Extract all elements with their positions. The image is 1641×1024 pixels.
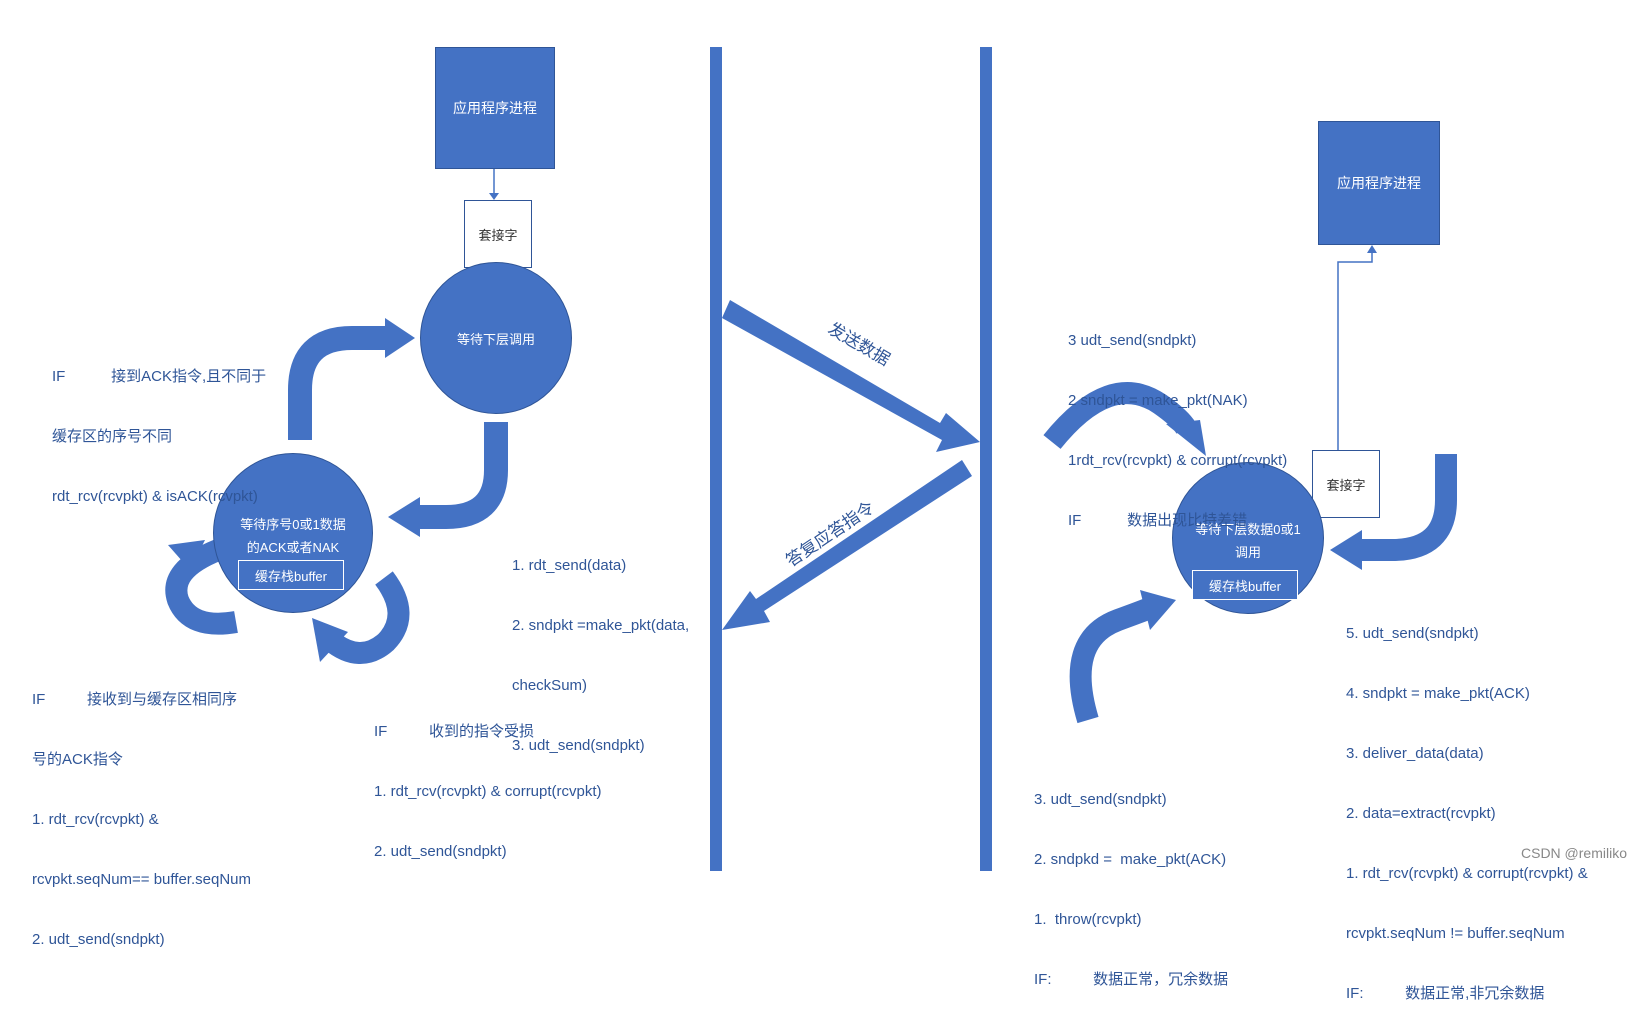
note-left-send: 1. rdt_send(data) 2. sndpkt =make_pkt(da… bbox=[512, 516, 689, 776]
watermark: CSDN @remiliko bbox=[1521, 845, 1627, 861]
note-right-top-line-2: 2 sndpkt = make_pkt(NAK) bbox=[1068, 392, 1248, 409]
left-wait-circle-label: 等待下层调用 bbox=[456, 331, 535, 347]
curve-arrow-nak-loop-head bbox=[1166, 420, 1206, 456]
note-left-mid-line-1: IF 收到的指令受损 bbox=[374, 723, 535, 740]
right-buffer-box: 缓存栈buffer bbox=[1192, 570, 1298, 600]
note-right-top: 3 udt_send(sndpkt) 2 sndpkt = make_pkt(N… bbox=[1068, 291, 1287, 551]
curve-arrow-state-to-wait bbox=[288, 326, 388, 440]
channel-line-left bbox=[710, 47, 722, 871]
curve-arrow-state-to-wait-head bbox=[385, 318, 415, 358]
curve-arrow-ack-deliver-head bbox=[1330, 530, 1362, 570]
self-loop-right-head bbox=[312, 618, 348, 662]
right-app-process-box: 应用程序进程 bbox=[1318, 121, 1440, 245]
note-left-top-line-1: IF 接到ACK指令,且不同于 bbox=[52, 368, 267, 385]
note-left-top-line-2: 缓存区的序号不同 bbox=[52, 428, 173, 445]
curve-arrow-wait-to-state bbox=[420, 422, 508, 529]
note-right-deliver-line-6: rcvpkt.seqNum != buffer.seqNum bbox=[1346, 925, 1565, 942]
curve-arrow-ack-deliver bbox=[1360, 454, 1457, 561]
left-state-line-2: 的ACK或者NAK bbox=[246, 540, 340, 555]
note-right-deliver-line-5: 1. rdt_rcv(rcvpkt) & corrupt(rcvpkt) & bbox=[1346, 865, 1588, 882]
note-right-deliver: 5. udt_send(sndpkt) 4. sndpkt = make_pkt… bbox=[1346, 584, 1588, 1024]
note-left-bottom-line-5: 2. udt_send(sndpkt) bbox=[32, 931, 165, 948]
note-left-bottom-line-4: rcvpkt.seqNum== buffer.seqNum bbox=[32, 871, 251, 888]
note-left-send-line-1: 1. rdt_send(data) bbox=[512, 557, 627, 574]
note-left-bottom-line-3: 1. rdt_rcv(rcvpkt) & bbox=[32, 811, 159, 828]
note-left-mid-line-2: 1. rdt_rcv(rcvpkt) & corrupt(rcvpkt) bbox=[374, 783, 602, 800]
self-loop-left-head bbox=[168, 540, 205, 570]
note-right-deliver-line-3: 3. deliver_data(data) bbox=[1346, 745, 1484, 762]
curve-arrow-nak-loop bbox=[1043, 382, 1196, 449]
right-state-line-1: 等待下层数据0或1 bbox=[1195, 522, 1301, 537]
note-left-bottom-line-2: 号的ACK指令 bbox=[32, 751, 123, 768]
curve-arrow-redundant-head bbox=[1140, 590, 1176, 630]
left-state-line-1: 等待序号0或1数据 bbox=[240, 517, 346, 532]
note-right-top-line-4: IF 数据出现比特差错 bbox=[1068, 512, 1248, 529]
socket-to-app-connector bbox=[1337, 250, 1373, 450]
left-buffer-box: 缓存栈buffer bbox=[238, 560, 344, 590]
note-right-bottom-line-1: 3. udt_send(sndpkt) bbox=[1034, 791, 1167, 808]
reply-arrow bbox=[722, 460, 972, 630]
note-right-deliver-line-7: IF: 数据正常,非冗余数据 bbox=[1346, 985, 1545, 1002]
diagram-canvas bbox=[165, 47, 1457, 871]
right-state-line-2: 调用 bbox=[1234, 545, 1261, 560]
note-right-deliver-line-1: 5. udt_send(sndpkt) bbox=[1346, 625, 1479, 642]
note-right-top-line-3: 1rdt_rcv(rcvpkt) & corrupt(rcvpkt) bbox=[1068, 452, 1288, 469]
note-left-top-line-3: rdt_rcv(rcvpkt) & isACK(rcvpkt) bbox=[52, 488, 258, 505]
send-data-arrow bbox=[722, 300, 980, 452]
left-app-process-box: 应用程序进程 bbox=[435, 47, 555, 169]
curve-arrow-redundant bbox=[1069, 597, 1155, 724]
note-left-send-line-3: checkSum) bbox=[512, 677, 588, 694]
note-right-top-line-1: 3 udt_send(sndpkt) bbox=[1068, 332, 1197, 349]
note-right-deliver-line-4: 2. data=extract(rcvpkt) bbox=[1346, 805, 1496, 822]
self-loop-right bbox=[322, 571, 410, 664]
note-right-deliver-line-2: 4. sndpkt = make_pkt(ACK) bbox=[1346, 685, 1530, 702]
note-left-bottom-line-1: IF 接收到与缓存区相同序 bbox=[32, 691, 238, 708]
left-socket-box: 套接字 bbox=[464, 200, 532, 268]
note-left-bottom-mid: IF 收到的指令受损 1. rdt_rcv(rcvpkt) & corrupt(… bbox=[374, 682, 602, 882]
app-to-socket-arrowhead bbox=[489, 193, 499, 200]
note-right-bottom-line-4: IF: 数据正常，冗余数据 bbox=[1034, 971, 1229, 988]
note-left-top: IF 接到ACK指令,且不同于 缓存区的序号不同 rdt_rcv(rcvpkt)… bbox=[52, 327, 266, 527]
note-left-mid-line-3: 2. udt_send(sndpkt) bbox=[374, 843, 507, 860]
right-socket-box: 套接字 bbox=[1312, 450, 1380, 518]
curve-arrow-wait-to-state-head bbox=[388, 497, 420, 537]
note-left-bottom: IF 接收到与缓存区相同序 号的ACK指令 1. rdt_rcv(rcvpkt)… bbox=[32, 650, 251, 970]
socket-to-app-arrowhead bbox=[1367, 245, 1377, 253]
note-right-bottom-line-2: 2. sndpkd = make_pkt(ACK) bbox=[1034, 851, 1227, 868]
note-left-send-line-2: 2. sndpkt =make_pkt(data, bbox=[512, 617, 690, 634]
note-left-send-line-4: 3. udt_send(sndpkt) bbox=[512, 737, 645, 754]
note-right-bottom-line-3: 1. throw(rcvpkt) bbox=[1034, 911, 1142, 928]
channel-line-right bbox=[980, 47, 992, 871]
note-right-bottom: 3. udt_send(sndpkt) 2. sndpkd = make_pkt… bbox=[1034, 750, 1228, 1010]
self-loop-left bbox=[165, 539, 238, 635]
left-wait-circle: 等待下层调用 bbox=[420, 262, 572, 414]
